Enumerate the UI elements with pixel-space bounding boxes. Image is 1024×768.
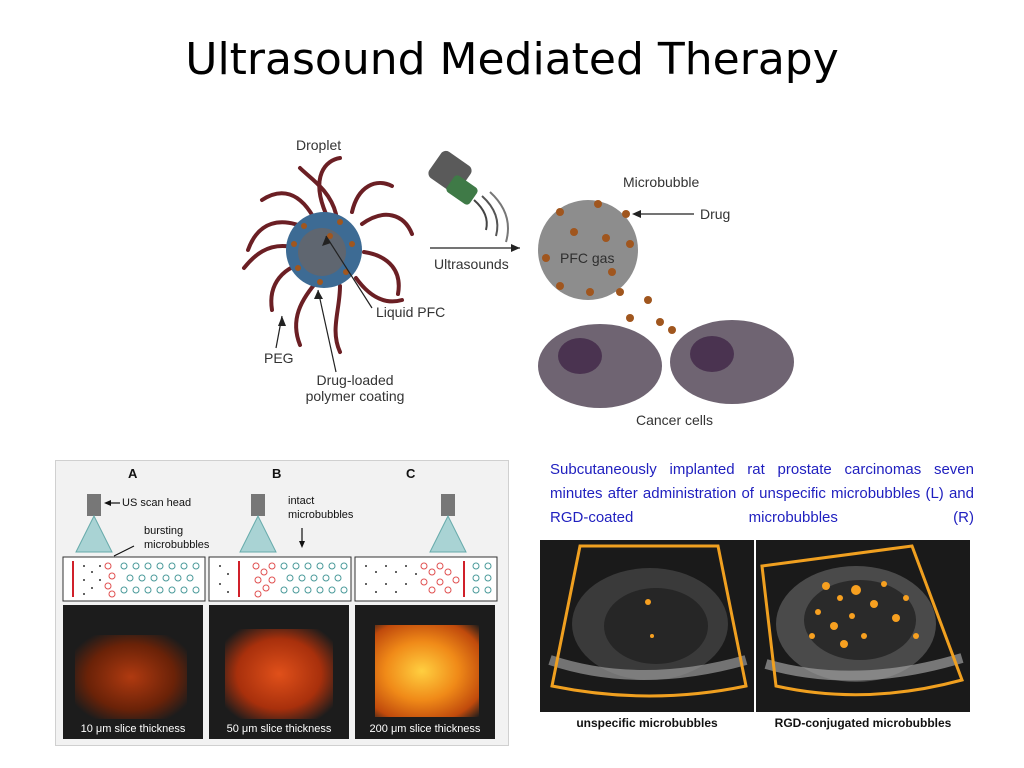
intact-microbubbles-label: intact microbubbles (288, 494, 353, 522)
unspecific-microbubbles-image (540, 540, 754, 712)
pointer-arrowheads (278, 210, 641, 326)
cancer-cells-label: Cancer cells (636, 412, 714, 428)
coating-label-line1: Drug-loaded (316, 372, 394, 388)
bursting-line1: bursting (144, 525, 184, 537)
unspecific-caption: unspecific microbubbles (576, 716, 718, 730)
cancer-cell-left (538, 324, 662, 408)
ultrasound-transducer-icon (428, 150, 509, 243)
slice-caption-200um: 200 μm slice thickness (369, 723, 481, 735)
liquid-pfc-core (298, 228, 346, 276)
ultrasounds-label: Ultrasounds (434, 256, 509, 272)
panel-letter-a: A (128, 466, 138, 481)
cancer-cell-right (670, 320, 794, 404)
liquid-pfc-label: Liquid PFC (376, 304, 446, 320)
diagram-pointers (275, 213, 694, 373)
rgd-caption: RGD-conjugated microbubbles (774, 716, 952, 730)
cancer-cell-left-nucleus (558, 338, 602, 374)
signal-region (375, 625, 479, 717)
slice-caption-10um: 10 μm slice thickness (80, 723, 186, 735)
rgd-microbubbles-image (756, 540, 970, 712)
peg-label: PEG (264, 350, 294, 366)
slice-caption-50um: 50 μm slice thickness (226, 723, 332, 735)
microbubble-label: Microbubble (623, 174, 700, 190)
pfc-gas-label: PFC gas (560, 250, 615, 266)
description-text: Subcutaneously implanted rat prostate ca… (550, 461, 974, 526)
slice-image-200um: 200 μm slice thickness (355, 605, 495, 739)
panel-letter-b: B (272, 466, 282, 481)
diagram-graphics (242, 150, 794, 408)
microbubble-drug-dots (542, 200, 634, 296)
panel-letter-c: C (406, 466, 416, 481)
signal-region (75, 635, 187, 719)
droplet-label: Droplet (296, 137, 342, 153)
slide-title: Ultrasound Mediated Therapy (185, 34, 839, 85)
drug-label: Drug (700, 206, 731, 222)
bursting-microbubbles-label: bursting microbubbles (144, 524, 209, 552)
intact-line1: intact (288, 495, 315, 507)
signal-region (225, 629, 333, 719)
us-scan-head-label: US scan head (122, 497, 192, 509)
sector-left (548, 544, 748, 698)
sector-right (760, 544, 964, 697)
slice-image-50um: 50 μm slice thickness (209, 605, 349, 739)
slice-image-10um: 10 μm slice thickness (63, 605, 203, 739)
droplet-drug-dots (291, 219, 355, 285)
intact-line2: microbubbles (288, 509, 354, 521)
coating-label: Drug-loaded polymer coating (300, 372, 410, 404)
cancer-cell-right-nucleus (690, 336, 734, 372)
coating-label-line2: polymer coating (305, 388, 405, 404)
bursting-line2: microbubbles (144, 539, 210, 551)
